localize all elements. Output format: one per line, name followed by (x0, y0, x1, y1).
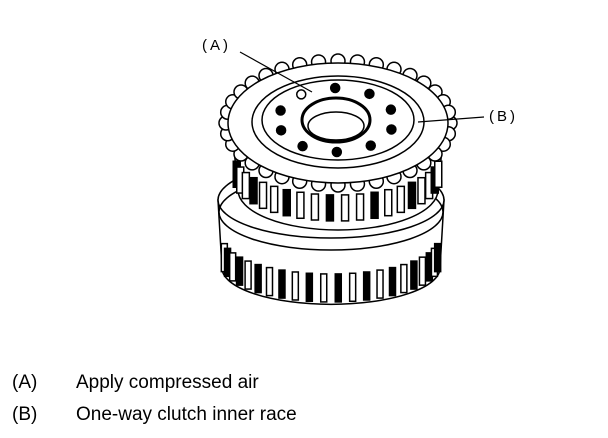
legend-text: Apply compressed air (76, 372, 259, 393)
gear-tooth-side (355, 193, 365, 221)
drum-spline (244, 260, 252, 290)
inner-race-ring-2 (261, 79, 415, 161)
oil-hole (275, 105, 286, 116)
gear-tooth-side (258, 181, 268, 210)
legend-text: One-way clutch inner race (76, 404, 297, 425)
legend-item-b: (B) One-way clutch inner race (12, 404, 297, 426)
drum-spline (334, 273, 343, 303)
center-bore-inner (307, 111, 365, 141)
drum-spline (348, 272, 357, 303)
legend-key: (A) (12, 372, 38, 393)
callout-b: (B) (489, 108, 518, 125)
gear-tooth-side (417, 176, 426, 205)
drum-spline (362, 271, 371, 301)
oil-hole (364, 88, 375, 100)
gear-tooth-side (310, 193, 320, 221)
drum-spline (278, 269, 286, 299)
gear-tooth-side (396, 185, 406, 214)
oil-hole (295, 89, 307, 100)
callout-a: (A) (202, 37, 231, 54)
oil-hole (275, 125, 287, 136)
leader-line-b (417, 116, 485, 123)
drum-spline (418, 256, 427, 286)
gear-tooth-side (296, 191, 305, 220)
gear-tooth-side (269, 185, 279, 214)
drum-spline (376, 269, 384, 299)
oil-hole (297, 140, 308, 152)
gear-tooth-side (340, 194, 350, 222)
gear-tooth-side (433, 160, 443, 189)
drum-spline (305, 272, 314, 303)
gear-tooth-side (384, 188, 393, 217)
legend-item-a: (A) Apply compressed air (12, 372, 259, 394)
drum-spline (254, 263, 262, 294)
one-way-clutch-gear (218, 53, 458, 231)
drum-spline (265, 266, 274, 297)
gear-tooth-side (407, 181, 417, 210)
gear-tooth-side (282, 188, 291, 217)
oil-hole (365, 140, 377, 151)
oil-hole (329, 82, 341, 94)
gear-tooth-side (370, 191, 379, 220)
center-bore (300, 96, 372, 144)
oil-hole (385, 104, 397, 115)
gear-tooth-side (249, 176, 258, 205)
gear-tooth-side (325, 194, 335, 222)
leader-line-a (239, 51, 313, 93)
drum-spline (400, 263, 408, 294)
oil-hole (331, 146, 343, 158)
drum-spline (388, 266, 397, 297)
drum-spline (291, 271, 300, 301)
drum-spline (410, 260, 418, 290)
gear-tooth-side (241, 171, 251, 200)
drum-spline (433, 242, 442, 273)
drum-spline (319, 273, 328, 303)
oil-hole (386, 124, 397, 135)
legend-key: (B) (12, 404, 38, 425)
drum-spline (235, 256, 244, 286)
drum-spline (228, 252, 237, 282)
